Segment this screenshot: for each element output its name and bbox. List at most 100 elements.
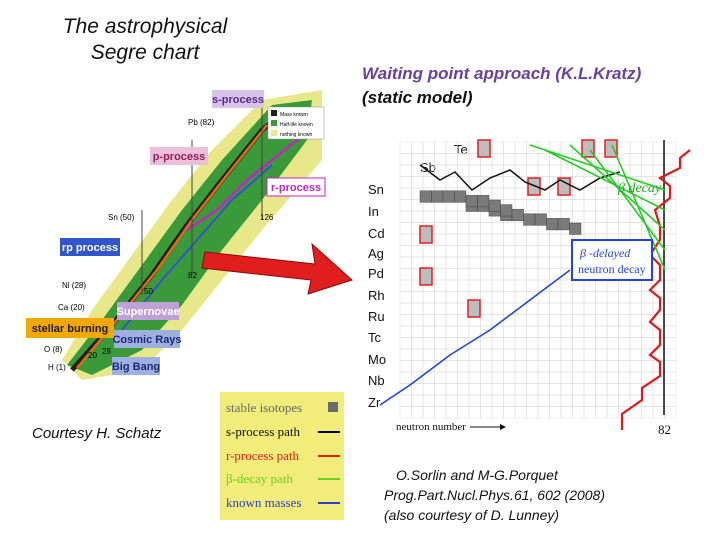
grid-cell [491, 153, 504, 166]
magic-n-label: 82 [658, 422, 671, 437]
grid-cell [480, 394, 493, 407]
grid-cell [399, 406, 412, 419]
grid-cell [445, 394, 458, 407]
grid-cell [652, 406, 665, 419]
grid-cell [468, 279, 481, 292]
grid-cell [572, 371, 585, 384]
element-sn: Sn [368, 182, 384, 197]
element-mo: Mo [368, 352, 386, 367]
grid-cell [549, 360, 562, 373]
element-sb: Sb [420, 160, 436, 175]
stable-cell [477, 195, 490, 208]
grid-cell [399, 153, 412, 166]
grid-cell [629, 141, 642, 154]
grid-cell [526, 314, 539, 327]
grid-cell [514, 406, 527, 419]
reference: O.Sorlin and M-G.Porquet Prog.Part.Nucl.… [384, 465, 605, 525]
known-mass-box [467, 299, 481, 318]
grid-cell [468, 210, 481, 223]
grid-cell [457, 325, 470, 338]
grid-cell [480, 268, 493, 281]
grid-cell [514, 187, 527, 200]
stable-cell [523, 213, 536, 226]
grid-cell [399, 371, 412, 384]
grid-cell [434, 153, 447, 166]
grid-cell [503, 268, 516, 281]
grid-cell [526, 337, 539, 350]
grid-cell [526, 394, 539, 407]
grid-cell [445, 371, 458, 384]
grid-cell [480, 256, 493, 269]
grid-cell [457, 360, 470, 373]
known-mass-box [419, 225, 433, 244]
grid-cell [664, 394, 677, 407]
grid-cell [399, 164, 412, 177]
stable-cell [557, 218, 570, 231]
grid-cell [560, 325, 573, 338]
grid-cell [606, 371, 619, 384]
grid-cell [595, 406, 608, 419]
grid-cell [664, 406, 677, 419]
grid-cell [503, 222, 516, 235]
grid-cell [560, 199, 573, 212]
grid-cell [526, 279, 539, 292]
grid-cell [491, 371, 504, 384]
grid-cell [411, 291, 424, 304]
grid-cell [503, 337, 516, 350]
grid-cell [560, 245, 573, 258]
grid-cell [560, 302, 573, 315]
grid-cell [664, 210, 677, 223]
grid-cell [595, 360, 608, 373]
grid-cell [422, 210, 435, 223]
grid-cell [664, 153, 677, 166]
s-process-box [212, 90, 264, 108]
grid-cell [595, 279, 608, 292]
grid-cell [491, 348, 504, 361]
label-n28: 28 [102, 347, 111, 356]
stable-cell [419, 190, 432, 203]
grid-cell [595, 383, 608, 396]
grid-cell [457, 371, 470, 384]
element-ru: Ru [368, 309, 385, 324]
grid-cell [514, 394, 527, 407]
grid-cell [606, 187, 619, 200]
element-rh: Rh [368, 288, 385, 303]
grid-cell [480, 245, 493, 258]
grid-cell [526, 348, 539, 361]
grid-cell [618, 383, 631, 396]
grid-cell [422, 406, 435, 419]
grid-cell [422, 337, 435, 350]
known-mass-box [477, 139, 491, 158]
grid-cell [641, 337, 654, 350]
grid-cell [595, 394, 608, 407]
grid-cell [480, 383, 493, 396]
grid-cell [434, 291, 447, 304]
grid-cell [560, 371, 573, 384]
grid-cell [503, 256, 516, 269]
grid-cell [618, 348, 631, 361]
grid-cell [629, 153, 642, 166]
grid-cell [537, 302, 550, 315]
element-te: Te [454, 142, 468, 157]
grid-cell [445, 360, 458, 373]
grid-cell [652, 268, 665, 281]
grid-cell [491, 394, 504, 407]
grid-cell [641, 302, 654, 315]
grid-cell [445, 268, 458, 281]
grid-cell [411, 348, 424, 361]
grid-cell [583, 348, 596, 361]
grid-cell [526, 406, 539, 419]
grid-cell [549, 314, 562, 327]
grid-cell [606, 325, 619, 338]
grid-cell [664, 371, 677, 384]
element-in: In [368, 204, 379, 219]
grid-cell [583, 314, 596, 327]
grid-cell [629, 348, 642, 361]
grid-cell [641, 141, 654, 154]
grid-cell [434, 314, 447, 327]
grid-cell [537, 325, 550, 338]
grid-cell [399, 210, 412, 223]
grid-cell [572, 279, 585, 292]
grid-cell [434, 337, 447, 350]
grid-cell [434, 325, 447, 338]
